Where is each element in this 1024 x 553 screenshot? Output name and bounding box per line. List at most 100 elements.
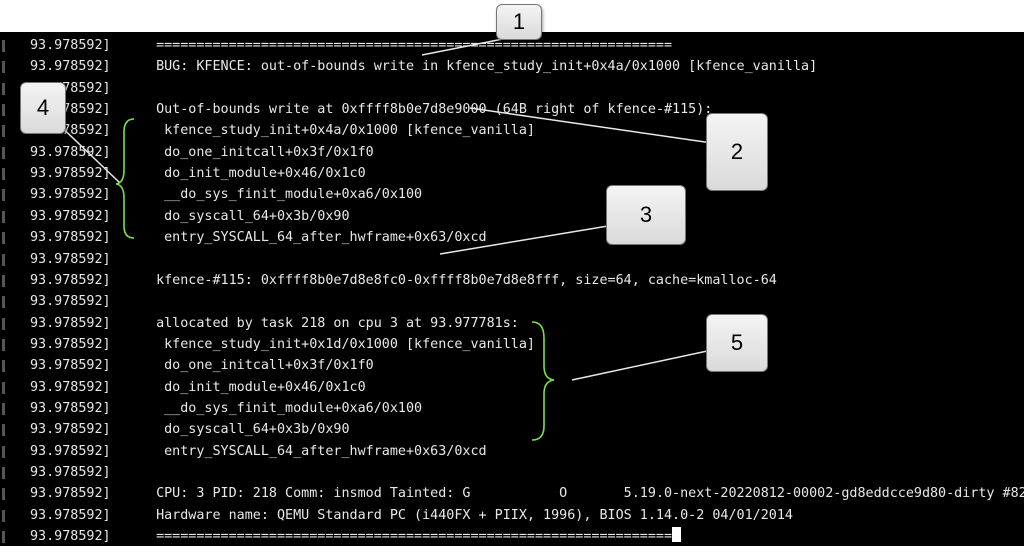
timestamp: 93.978592]	[30, 315, 111, 331]
log-message: kfence_study_init+0x4a/0x1000 [kfence_va…	[156, 123, 535, 139]
log-message: entry_SYSCALL_64_after_hwframe+0x63/0xcd	[156, 443, 487, 459]
timestamp: 93.978592]	[30, 251, 111, 267]
terminal-line: 93.978592]	[0, 249, 156, 271]
line-edge-marker	[2, 381, 5, 394]
log-message: Out-of-bounds write at 0xffff8b0e7d8e900…	[156, 102, 713, 118]
terminal-line: 93.978592] kfence_study_init+0x4a/0x1000…	[0, 120, 535, 142]
line-edge-marker	[2, 82, 5, 95]
text-cursor	[672, 527, 682, 543]
timestamp: 93.978592]	[30, 465, 111, 480]
callout-4-label: 4	[36, 95, 50, 120]
terminal-line: 93.978592] Out-of-bounds write at 0xffff…	[0, 99, 712, 121]
line-edge-marker	[2, 40, 5, 52]
log-message: ========================================…	[156, 529, 673, 545]
line-edge-marker	[2, 232, 5, 245]
terminal-line: 93.978592] BUG: KFENCE: out-of-bounds wr…	[0, 56, 817, 78]
callout-2-label: 2	[730, 139, 744, 164]
line-edge-marker	[2, 402, 5, 415]
log-message: do_syscall_64+0x3b/0x90	[156, 208, 350, 224]
terminal-line: 93.978592] do_init_module+0x46/0x1c0	[0, 163, 366, 185]
terminal-line: 93.978592] entry_SYSCALL_64_after_hwfram…	[0, 441, 487, 463]
callout-5-label: 5	[730, 330, 744, 355]
line-edge-marker	[2, 125, 5, 138]
log-message: kfence_study_init+0x1d/0x1000 [kfence_va…	[156, 336, 535, 352]
log-message: ========================================…	[156, 38, 673, 53]
timestamp: 93.978592]	[30, 422, 111, 438]
terminal-line: 93.978592] =============================…	[0, 526, 682, 546]
terminal-line: 93.978592] kfence-#115: 0xffff8b0e7d8e8f…	[0, 270, 777, 292]
timestamp: 93.978592]	[30, 486, 111, 502]
log-message: do_one_initcall+0x3f/0x1f0	[156, 358, 374, 374]
terminal-line: 93.978592] CPU: 3 PID: 218 Comm: insmod …	[0, 483, 1024, 505]
line-edge-marker	[2, 509, 5, 522]
terminal-line: 93.978592] allocated by task 218 on cpu …	[0, 313, 519, 335]
timestamp: 93.978592]	[30, 507, 111, 523]
line-edge-marker	[2, 61, 5, 74]
log-message: __do_sys_finit_module+0xa6/0x100	[156, 400, 423, 416]
log-message: __do_sys_finit_module+0xa6/0x100	[156, 187, 423, 203]
terminal-line: 93.978592] =============================…	[0, 35, 672, 57]
terminal-line: 93.978592] do_syscall_64+0x3b/0x90	[0, 419, 350, 441]
timestamp: 93.978592]	[30, 144, 111, 160]
line-edge-marker	[2, 168, 5, 181]
timestamp: 93.978592]	[30, 272, 111, 288]
log-message: Hardware name: QEMU Standard PC (i440FX …	[156, 507, 793, 523]
timestamp: 93.978592]	[30, 336, 111, 352]
callout-1: 1	[496, 4, 542, 40]
terminal-line: 93.978592] kfence_study_init+0x1d/0x1000…	[0, 334, 535, 356]
timestamp: 93.978592]	[30, 400, 111, 416]
line-edge-marker	[2, 296, 5, 309]
log-message: entry_SYSCALL_64_after_hwframe+0x63/0xcd	[156, 230, 487, 246]
terminal-line: 93.978592] __do_sys_finit_module+0xa6/0x…	[0, 184, 422, 206]
line-edge-marker	[2, 424, 5, 437]
terminal-line: 93.978592] do_init_module+0x46/0x1c0	[0, 377, 366, 399]
timestamp: 93.978592]	[30, 379, 111, 395]
line-edge-marker	[2, 189, 5, 202]
line-edge-marker	[2, 253, 5, 266]
line-edge-marker	[2, 274, 5, 287]
terminal-line: 93.978592] do_syscall_64+0x3b/0x90	[0, 206, 350, 228]
timestamp: 93.978592]	[30, 529, 111, 545]
log-message: allocated by task 218 on cpu 3 at 93.977…	[156, 315, 519, 331]
log-message: do_syscall_64+0x3b/0x90	[156, 422, 350, 438]
callout-3: 3	[606, 185, 686, 245]
line-edge-marker	[2, 467, 5, 479]
terminal-window[interactable]: 93.978592] =============================…	[0, 32, 1024, 546]
timestamp: 93.978592]	[30, 208, 111, 224]
timestamp: 93.978592]	[30, 187, 111, 203]
terminal-line: 93.978592]	[0, 291, 156, 313]
callout-4: 4	[20, 82, 66, 134]
log-message: do_one_initcall+0x3f/0x1f0	[156, 144, 374, 160]
log-message: BUG: KFENCE: out-of-bounds write in kfen…	[156, 59, 818, 75]
terminal-line: 93.978592] Hardware name: QEMU Standard …	[0, 505, 793, 527]
line-edge-marker	[2, 146, 5, 159]
terminal-line: 93.978592] do_one_initcall+0x3f/0x1f0	[0, 142, 374, 164]
line-edge-marker	[2, 104, 5, 117]
terminal-line: 93.978592]	[0, 462, 156, 484]
timestamp: 93.978592]	[30, 294, 111, 310]
timestamp: 93.978592]	[30, 358, 111, 374]
line-edge-marker	[2, 488, 5, 501]
line-edge-marker	[2, 317, 5, 330]
callout-2: 2	[706, 113, 768, 191]
callout-3-label: 3	[639, 202, 653, 227]
log-message: kfence-#115: 0xffff8b0e7d8e8fc0-0xffff8b…	[156, 272, 777, 288]
terminal-line: 93.978592] entry_SYSCALL_64_after_hwfram…	[0, 227, 487, 249]
timestamp: 93.978592]	[30, 38, 111, 53]
timestamp: 93.978592]	[30, 230, 111, 246]
line-edge-marker	[2, 445, 5, 458]
line-edge-marker	[2, 210, 5, 223]
log-message: do_init_module+0x46/0x1c0	[156, 379, 366, 395]
log-message: do_init_module+0x46/0x1c0	[156, 166, 366, 182]
timestamp: 93.978592]	[30, 443, 111, 459]
callout-5: 5	[706, 314, 768, 372]
callout-1-label: 1	[512, 9, 526, 34]
line-edge-marker	[2, 338, 5, 351]
line-edge-marker	[2, 360, 5, 373]
terminal-line: 93.978592] do_one_initcall+0x3f/0x1f0	[0, 355, 374, 377]
timestamp: 93.978592]	[30, 166, 111, 182]
log-message: CPU: 3 PID: 218 Comm: insmod Tainted: G …	[156, 486, 1024, 502]
terminal-line: 93.978592] __do_sys_finit_module+0xa6/0x…	[0, 398, 422, 420]
line-edge-marker	[2, 531, 5, 544]
timestamp: 93.978592]	[30, 59, 111, 75]
